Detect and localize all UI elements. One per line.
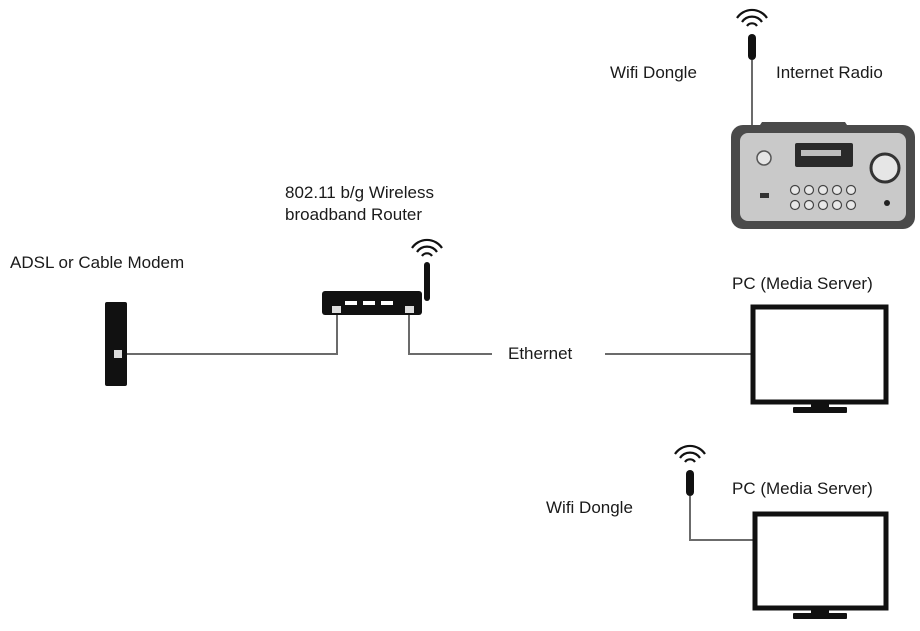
connection-lines [122,60,755,541]
radio-preset-button [789,199,801,211]
radio-usb-slot [760,193,769,198]
wifi-dongle-top-label: Wifi Dongle [610,63,697,82]
radio-preset-button [803,184,815,196]
modem-label: ADSL or Cable Modem [10,253,185,272]
pc-wired-screen [750,304,889,405]
radio-preset-button [845,184,857,196]
radio-display-text [801,150,841,156]
modem [105,302,127,386]
pc-wireless-screen [752,511,889,611]
radio-preset-button [817,184,829,196]
radio-headphone-jack [884,200,890,206]
radio-preset-button [817,199,829,211]
router-led-1 [345,301,357,305]
bottom-dongle-wifi-icon [674,444,706,463]
internet-radio [731,122,915,229]
radio-faceplate [740,133,906,221]
radio-preset-button [803,199,815,211]
modem-port [114,350,122,358]
router-port-left [332,306,341,313]
radio-preset-button [831,199,843,211]
modem-body [105,302,127,386]
radio-preset-button [831,184,843,196]
router [322,238,443,315]
router-led-3 [381,301,393,305]
bottom-dongle-cable [689,496,755,541]
top-wifi-dongle [736,8,768,60]
internet-radio-label: Internet Radio [776,63,883,82]
pc-wired-label: PC (Media Server) [732,274,873,293]
radio-preset-button [845,199,857,211]
top-dongle-wifi-icon [736,8,768,27]
bottom-wifi-dongle [674,444,706,496]
router-label: 802.11 b/g Wireless broadband Router [285,183,434,224]
pc-wired-neck [811,402,829,410]
wifi-dongle-bottom-label: Wifi Dongle [546,498,633,517]
router-ethernet-cable-left [408,312,492,355]
router-led-2 [363,301,375,305]
ethernet-label: Ethernet [508,344,573,363]
radio-power-knob [756,150,772,166]
pc-wireless-neck [811,608,829,615]
top-dongle-body [748,34,756,60]
modem-router-cable [122,312,338,355]
pc-wireless-base [793,613,847,619]
pc-wired-base [793,407,847,413]
radio-preset-buttons [789,184,857,211]
radio-volume-knob [869,152,901,184]
router-wifi-icon [411,238,443,257]
pc-wireless [752,511,889,619]
pc-wired [750,304,889,413]
bottom-dongle-body [686,470,694,496]
radio-preset-button [789,184,801,196]
router-port-right [405,306,414,313]
pc-wireless-label: PC (Media Server) [732,479,873,498]
